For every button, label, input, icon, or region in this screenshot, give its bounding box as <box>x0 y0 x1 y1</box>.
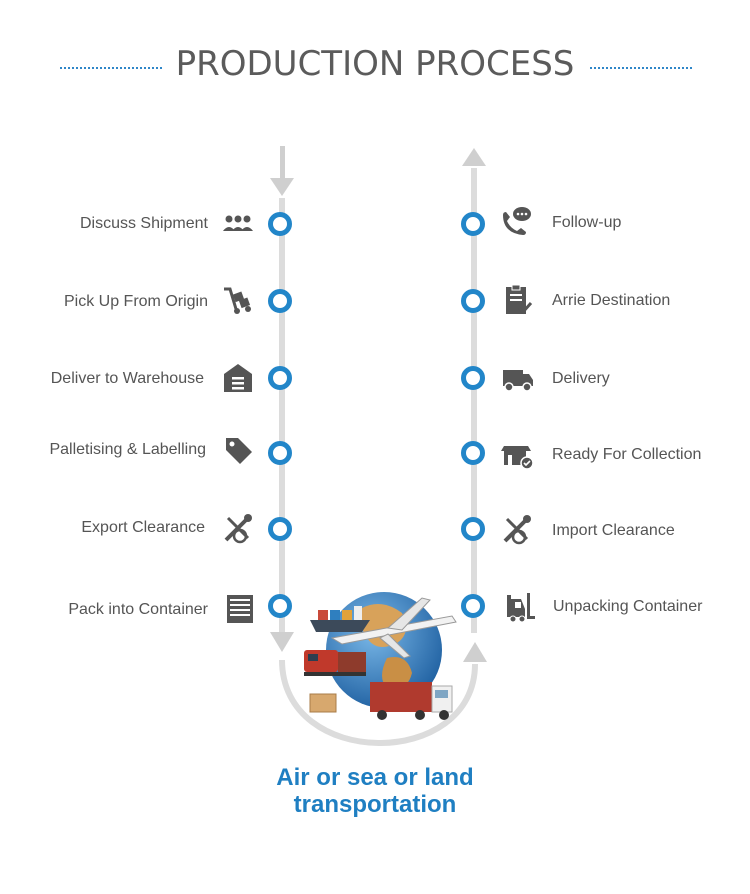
right-bottom-arrow <box>463 642 487 662</box>
tag-icon <box>220 432 256 468</box>
left-step-node-6 <box>268 594 292 618</box>
checklist-icon <box>499 282 535 318</box>
airplane-image <box>330 597 457 659</box>
transport-curve <box>279 659 478 746</box>
right-step-node-4 <box>461 441 485 465</box>
transport-caption-line2: transportation <box>293 791 457 818</box>
right-step-label-1: Follow-up <box>552 214 622 231</box>
train-image <box>304 650 366 676</box>
container-truck-image <box>370 682 453 720</box>
header: PRODUCTION PROCESS <box>0 44 750 92</box>
left-step-label-6: Pack into Container <box>68 601 208 618</box>
right-step-node-1 <box>461 212 485 236</box>
right-step-label-6: Unpacking Container <box>553 598 703 615</box>
left-bottom-arrow <box>270 632 294 652</box>
customs-tools-icon <box>499 511 535 547</box>
start-arrow-head <box>270 178 294 196</box>
left-step-node-1 <box>268 212 292 236</box>
right-step-node-6 <box>461 594 485 618</box>
delivery-truck-icon <box>499 360 535 396</box>
phone-chat-icon <box>497 205 533 241</box>
transport-caption-line1: Air or sea or land <box>276 764 474 791</box>
start-arrow-shaft <box>280 146 285 178</box>
end-arrow-head <box>462 148 486 166</box>
left-step-node-2 <box>268 289 292 313</box>
left-step-node-3 <box>268 366 292 390</box>
right-step-label-4: Ready For Collection <box>552 446 702 463</box>
page-title: PRODUCTION PROCESS <box>175 44 575 84</box>
right-step-node-5 <box>461 517 485 541</box>
cargo-ship-image <box>310 606 370 632</box>
hand-truck-icon <box>220 283 256 319</box>
right-step-node-2 <box>461 289 485 313</box>
cardboard-box-image <box>309 693 337 713</box>
right-step-node-3 <box>461 366 485 390</box>
right-track-stem <box>471 168 477 633</box>
left-step-node-5 <box>268 517 292 541</box>
title-divider-left <box>60 67 162 69</box>
customs-tools-icon <box>220 510 256 546</box>
left-step-node-4 <box>268 441 292 465</box>
left-track-stem <box>279 198 285 633</box>
left-step-label-1: Discuss Shipment <box>79 215 208 232</box>
left-step-label-4: Palletising & Labelling <box>49 441 206 458</box>
title-divider-right <box>590 67 692 69</box>
container-icon <box>222 591 258 627</box>
warehouse-icon <box>220 360 256 396</box>
right-step-label-5: Import Clearance <box>552 522 675 539</box>
transport-illustration <box>304 592 457 720</box>
left-step-label-2: Pick Up From Origin <box>63 293 208 310</box>
people-icon <box>220 207 256 243</box>
left-step-label-3: Deliver to Warehouse <box>50 370 204 387</box>
store-check-icon <box>499 436 535 472</box>
right-step-label-2: Arrie Destination <box>552 292 671 309</box>
forklift-icon <box>501 589 537 625</box>
left-step-label-5: Export Clearance <box>81 519 205 536</box>
right-step-label-3: Delivery <box>552 370 610 387</box>
